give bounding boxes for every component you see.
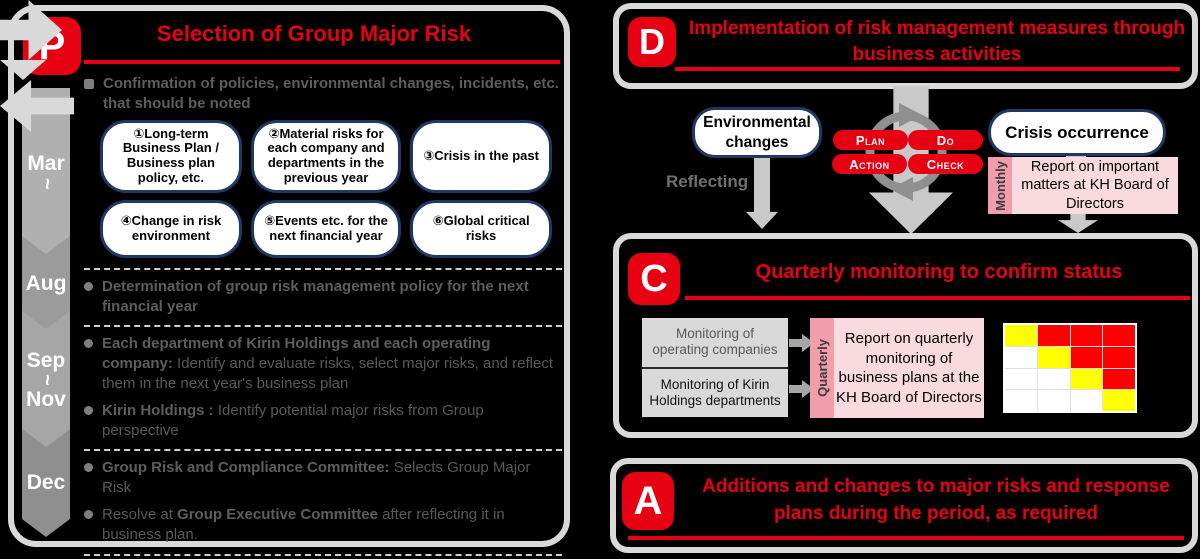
factor-pill: ③Crisis in the past bbox=[410, 119, 552, 193]
heatmap-cell bbox=[1037, 390, 1070, 411]
factor-pill: ②Material risks for each company and dep… bbox=[250, 119, 402, 193]
bullet-text: Determination of group risk management p… bbox=[102, 277, 529, 315]
do-panel: D Implementation of risk management meas… bbox=[613, 3, 1198, 89]
timeline-month-label: Mar bbox=[27, 152, 65, 176]
monthly-strip: Monthly bbox=[988, 157, 1012, 214]
bullet-text: Kirin Holdings : Identify potential majo… bbox=[102, 401, 484, 439]
environmental-changes-box: Environmental changes bbox=[692, 107, 822, 158]
monitoring-box: Monitoring of operating companies Monito… bbox=[642, 318, 788, 417]
bullet-marker bbox=[84, 463, 93, 473]
factor-pill: ⑥Global critical risks bbox=[410, 199, 552, 258]
bullet-item: Kirin Holdings : Identify potential majo… bbox=[84, 401, 562, 441]
quarterly-strip: Quarterly bbox=[810, 318, 834, 418]
heatmap-cell bbox=[1005, 390, 1037, 411]
crisis-occurrence-box: Crisis occurrence bbox=[988, 109, 1166, 156]
bullet-item: Determination of group risk management p… bbox=[84, 277, 562, 317]
timeline-month-label: Dec bbox=[26, 471, 66, 495]
dashed-separator bbox=[84, 267, 562, 270]
timeline-month-label: Sep bbox=[26, 348, 66, 372]
plan-title: Selection of Group Major Risk bbox=[156, 21, 472, 46]
heatmap-cell bbox=[1005, 346, 1037, 368]
bullet-marker bbox=[84, 510, 93, 520]
quarterly-report-box: Quarterly Report on quarterly monitoring… bbox=[810, 318, 984, 418]
bullet-item: Group Risk and Compliance Committee: Sel… bbox=[84, 458, 562, 498]
monthly-label: Monthly bbox=[992, 160, 1008, 211]
do-title: Implementation of risk management measur… bbox=[688, 18, 1186, 65]
timeline-segment: Sep ~ Nov bbox=[22, 311, 70, 449]
pdca-pill-plan: Plan bbox=[833, 130, 908, 150]
pdca-cycle-icon bbox=[865, 103, 947, 201]
dashed-separator bbox=[84, 449, 562, 452]
pdca-pill-action: Action bbox=[832, 154, 907, 174]
heatmap-cell bbox=[1070, 346, 1103, 368]
dashed-separator bbox=[84, 553, 562, 556]
act-title: Additions and changes to major risks and… bbox=[702, 476, 1170, 524]
heatmap-cell bbox=[1037, 325, 1070, 346]
act-title-underline bbox=[628, 536, 1184, 540]
heatmap-cell bbox=[1103, 390, 1135, 411]
check-badge: C bbox=[628, 253, 680, 305]
heatmap-cell bbox=[1005, 325, 1037, 346]
quarterly-report-text: Report on quarterly monitoring of busine… bbox=[834, 318, 984, 418]
check-title-underline bbox=[685, 296, 1190, 300]
bullet-marker bbox=[84, 281, 93, 291]
arrow-monthly-down bbox=[1058, 214, 1098, 233]
heatmap-cell bbox=[1037, 368, 1070, 390]
factor-pill: ①Long-term Business Plan / Business plan… bbox=[100, 119, 242, 193]
check-title: Quarterly monitoring to confirm status bbox=[755, 261, 1123, 283]
check-panel: C Quarterly monitoring to confirm status… bbox=[613, 233, 1198, 438]
timeline-month-label: Nov bbox=[26, 388, 66, 411]
bullet-item: Each department of Kirin Holdings and ea… bbox=[84, 334, 562, 393]
dashed-separator bbox=[84, 325, 562, 328]
reflecting-label: Reflecting bbox=[666, 172, 749, 191]
bullet-marker bbox=[84, 79, 94, 89]
monthly-report-box: Monthly Report on important matters at K… bbox=[988, 157, 1178, 214]
plan-bullets: Confirmation of policies, environmental … bbox=[84, 67, 562, 559]
monitoring-kirin-holdings: Monitoring of Kirin Holdings departments bbox=[649, 376, 781, 408]
risk-heatmap bbox=[1003, 323, 1137, 413]
heatmap-cell bbox=[1070, 368, 1103, 390]
monitoring-operating-companies: Monitoring of operating companies bbox=[642, 318, 788, 369]
timeline-tilde: ~ bbox=[36, 177, 58, 190]
bullet-marker bbox=[84, 405, 93, 415]
do-badge: D bbox=[628, 17, 676, 67]
act-panel: A Additions and changes to major risks a… bbox=[610, 458, 1198, 553]
factor-pill: ⑤Events etc. for the next financial year bbox=[250, 199, 402, 258]
bullet-item: Confirmation of policies, environmental … bbox=[84, 74, 562, 114]
pdca-pill-check: Check bbox=[908, 154, 983, 174]
heatmap-cell bbox=[1005, 368, 1037, 390]
heatmap-cell bbox=[1070, 325, 1103, 346]
factor-pill: ④Change in risk environment bbox=[100, 199, 242, 258]
arrow-environmental-down bbox=[746, 151, 778, 229]
timeline-month-label: Aug bbox=[25, 271, 67, 295]
pdca-pill-do: Do bbox=[908, 130, 983, 150]
plan-title-underline bbox=[84, 60, 560, 64]
heatmap-cell bbox=[1103, 346, 1135, 368]
heatmap-cell bbox=[1070, 390, 1103, 411]
act-badge: A bbox=[622, 472, 674, 530]
heatmap-cell bbox=[1103, 325, 1135, 346]
bullet-text: Group Risk and Compliance Committee: Sel… bbox=[102, 459, 531, 497]
monthly-report-text: Report on important matters at KH Board … bbox=[1012, 157, 1178, 214]
timeline-segment: Dec bbox=[22, 429, 70, 537]
quarterly-label: Quarterly bbox=[814, 339, 830, 397]
bullet-text: Confirmation of policies, environmental … bbox=[103, 75, 559, 112]
heatmap-cell bbox=[1037, 346, 1070, 368]
factor-grid: ①Long-term Business Plan / Business plan… bbox=[100, 119, 552, 258]
timeline-tilde: ~ bbox=[36, 374, 58, 386]
bullet-text: Each department of Kirin Holdings and ea… bbox=[102, 335, 554, 393]
heatmap-cell bbox=[1103, 368, 1135, 390]
bullet-item: Resolve at Group Executive Committee aft… bbox=[84, 505, 562, 545]
bullet-text: Resolve at Group Executive Committee aft… bbox=[102, 506, 505, 543]
bullet-marker bbox=[84, 339, 93, 349]
do-title-underline bbox=[675, 67, 1180, 71]
